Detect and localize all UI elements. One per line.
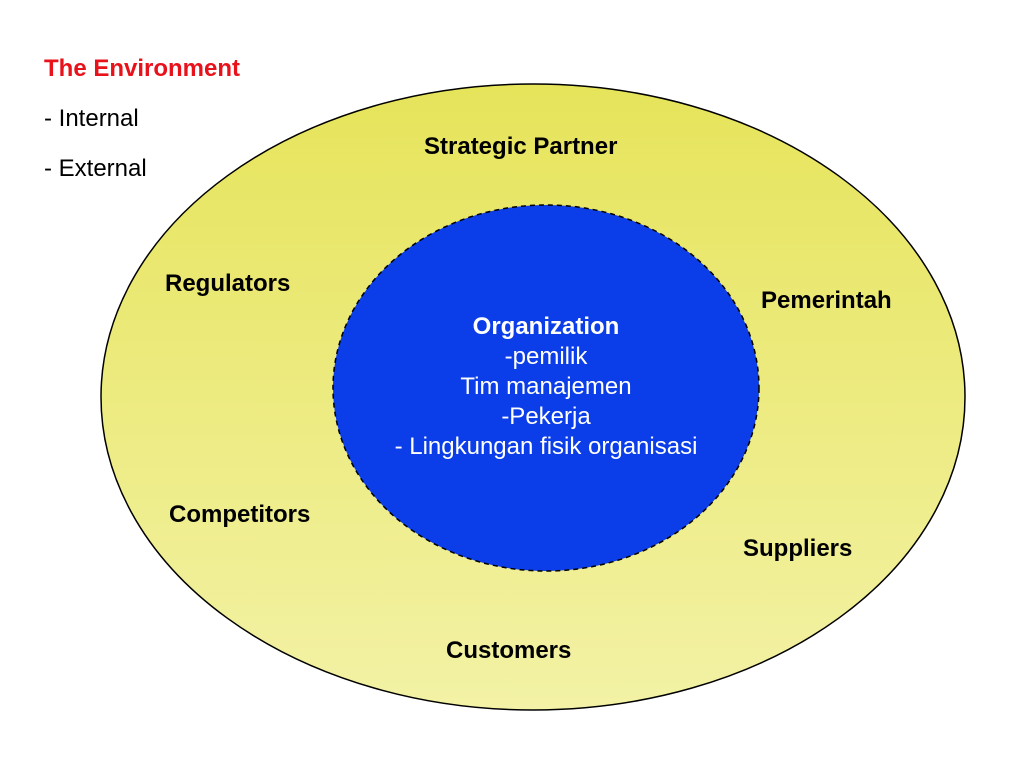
label-regulators: Regulators bbox=[165, 270, 291, 297]
label-customers: Customers bbox=[446, 637, 572, 664]
label-suppliers: Suppliers bbox=[743, 535, 853, 562]
legend: The Environment - Internal - External bbox=[44, 44, 240, 194]
organization-line-pemilik: -pemilik bbox=[504, 343, 588, 370]
legend-item-external: - External bbox=[44, 155, 147, 182]
label-strategic-partner: Strategic Partner bbox=[424, 133, 618, 160]
label-pemerintah: Pemerintah bbox=[761, 287, 892, 314]
organization-ellipse bbox=[332, 204, 760, 572]
organization-line-lingkungan: - Lingkungan fisik organisasi bbox=[394, 433, 698, 460]
organization-line-tim-manajemen: Tim manajemen bbox=[460, 373, 632, 400]
organization-text: Organization -pemilik Tim manajemen -Pek… bbox=[334, 312, 758, 462]
label-competitors: Competitors bbox=[169, 501, 311, 528]
organization-title: Organization bbox=[472, 313, 620, 340]
organization-line-pekerja: -Pekerja bbox=[501, 403, 591, 430]
legend-title: The Environment bbox=[44, 55, 241, 82]
legend-item-internal: - Internal bbox=[44, 105, 139, 132]
